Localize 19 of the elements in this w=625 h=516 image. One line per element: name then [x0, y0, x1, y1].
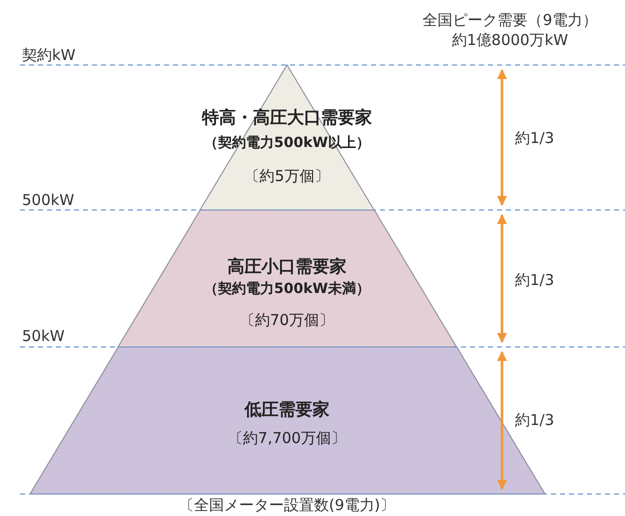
share-label: 約1/3 [515, 411, 554, 429]
segment-title: 高圧小口需要家 [227, 257, 346, 277]
segment-count: 〔約5万個〕 [244, 166, 330, 186]
segment-note: （契約電力500kW未満） [204, 280, 370, 299]
pyramid-top [200, 65, 374, 210]
level-label: 契約kW [22, 46, 76, 64]
peak-demand-heading: 全国ピーク需要（9電力） [422, 11, 598, 29]
segment-count: 〔約7,700万個〕 [228, 428, 346, 448]
level-label: 50kW [22, 327, 65, 345]
segment-count: 〔約70万個〕 [240, 310, 334, 330]
peak-demand-value: 約1億8000万kW [452, 31, 568, 49]
segment-title: 低圧需要家 [244, 400, 330, 420]
level-label: 500kW [22, 191, 74, 209]
share-label: 約1/3 [515, 129, 554, 147]
segment-note: （契約電力500kW以上） [204, 134, 370, 153]
segment-title: 特高・高圧大口需要家 [202, 108, 372, 128]
footnote: 〔全国メーター設置数(9電力)〕 [178, 496, 396, 514]
share-label: 約1/3 [515, 271, 554, 289]
pyramid-band [118, 210, 456, 347]
